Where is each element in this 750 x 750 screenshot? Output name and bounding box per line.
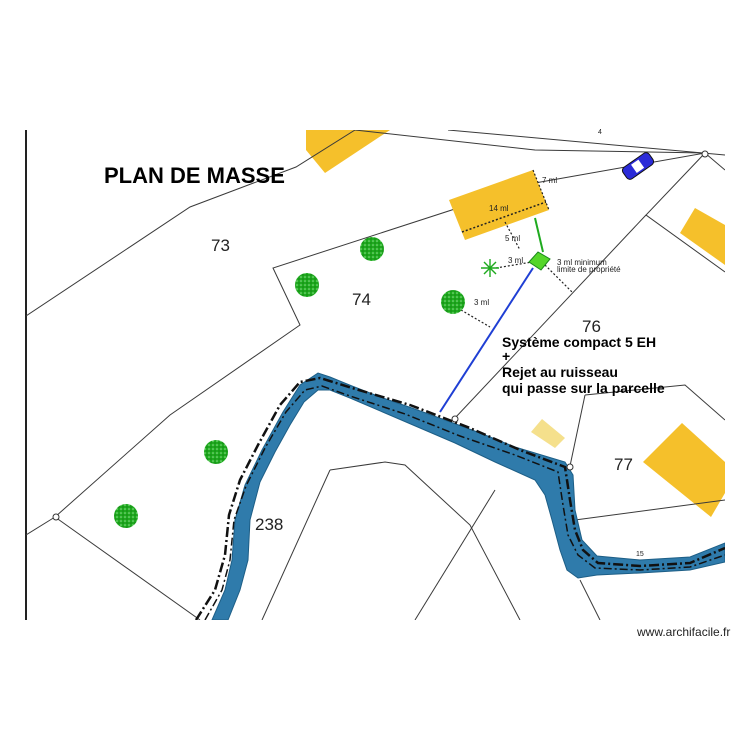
parcel-label-73: 73	[211, 236, 230, 255]
house-connection-pipe	[534, 217, 544, 253]
parcel-label-238: 238	[255, 515, 283, 534]
dim-limit-line1: 3 ml minimum	[557, 258, 607, 267]
note-line-2: +	[502, 348, 510, 364]
main-house	[449, 169, 550, 240]
dim-limit-line2: limite de propriété	[557, 265, 621, 274]
small-annex	[531, 419, 565, 448]
tree	[295, 273, 319, 297]
dimension-lines	[460, 221, 573, 328]
parcel-boundaries	[26, 130, 725, 620]
building-77	[643, 423, 725, 517]
watermark: www.archifacile.fr	[636, 625, 730, 639]
dim-house-to-system: 5 ml	[505, 234, 520, 243]
stream-centerline	[194, 376, 725, 620]
parcel-label-74: 74	[352, 290, 371, 309]
tree	[204, 440, 228, 464]
note-line-1: Système compact 5 EH	[502, 334, 656, 350]
outlet-pipe	[439, 267, 534, 413]
car-icon	[621, 152, 655, 180]
road-number: 4	[598, 129, 602, 136]
tree	[441, 290, 465, 314]
boundary-markers	[52, 150, 709, 521]
dim-system-to-tree: 3 ml	[474, 298, 489, 307]
stream-centerline-secondary	[204, 385, 725, 620]
parcel-label-76: 76	[582, 317, 601, 336]
small-parcel-number: 15	[636, 551, 644, 558]
shrub-icon	[481, 259, 499, 277]
dim-house-length: 14 ml	[489, 204, 509, 213]
note-line-4: qui passe sur la parcelle	[502, 380, 665, 396]
note-line-3: Rejet au ruisseau	[502, 364, 618, 380]
tree	[360, 237, 384, 261]
building-top	[306, 130, 390, 173]
tree	[114, 504, 138, 528]
building-top-right	[680, 208, 725, 265]
dim-house-width: 7 ml	[542, 176, 557, 185]
parcel-label-77: 77	[614, 455, 633, 474]
dim-tree-to-system: 3 ml	[508, 256, 523, 265]
compact-system	[528, 251, 551, 271]
page-title: PLAN DE MASSE	[104, 163, 285, 188]
stream	[211, 372, 725, 620]
